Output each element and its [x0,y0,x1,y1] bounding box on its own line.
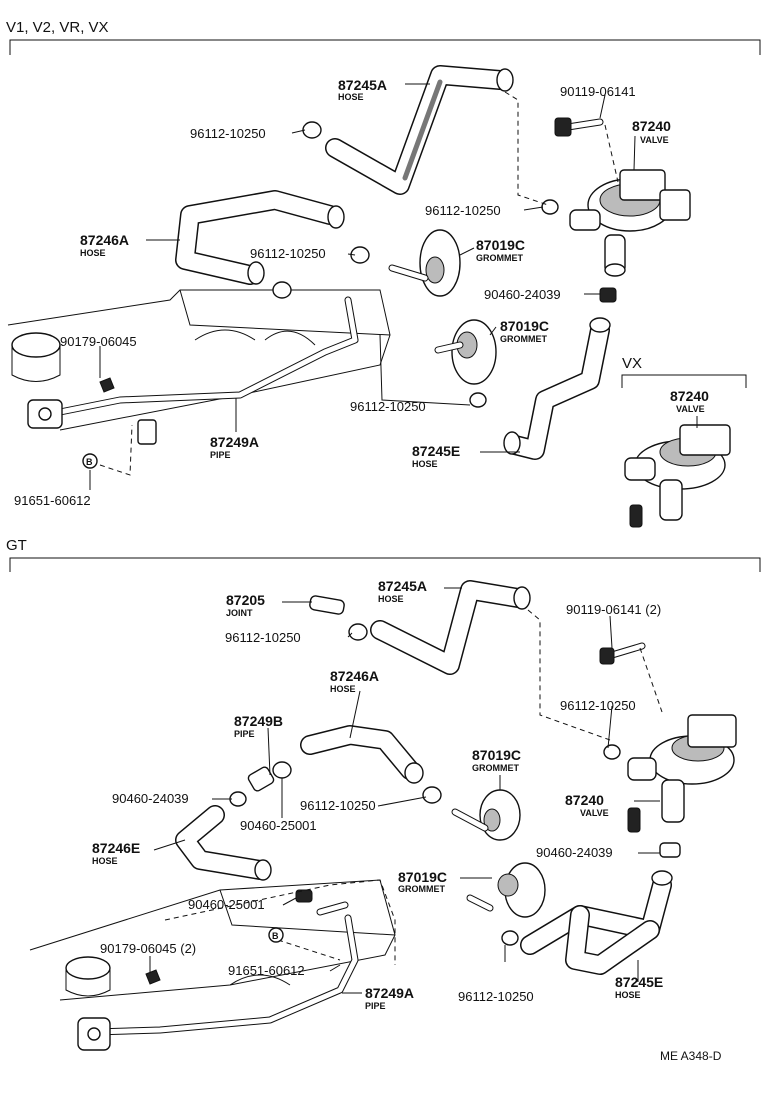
label-87249b-gt: 87249B [234,713,283,729]
label-87246e-gt-sub: HOSE [92,856,118,866]
grommet-87019c-gt-b [466,862,546,918]
valve-87240-vx [624,424,731,528]
label-90179-top: 90179-06045 [60,334,137,349]
label-87245e-gt: 87245E [615,974,663,990]
hose-87245a-top [325,65,514,195]
label-87019c-top-b: 87019C [500,318,549,334]
joint-87205 [309,595,345,615]
label-90119-top: 90119-06141 [560,84,636,99]
label-96112-top-d: 96112-10250 [350,399,426,414]
label-87249a-top-sub: PIPE [210,450,231,460]
valve-87240-top [569,169,691,277]
label-87245a-gt: 87245A [378,578,427,594]
pipe-87249a-gt [77,901,359,1051]
label-87246e-gt: 87246E [92,840,140,856]
gt-section-title: GT [6,537,27,554]
label-96112-top-c: 96112-10250 [250,246,326,261]
label-87019c-top-a-sub: GROMMET [476,253,523,263]
top-section-title: V1, V2, VR, VX [6,19,109,36]
label-90179-gt: 90179-06045 (2) [100,941,196,956]
label-87019c-top-b-sub: GROMMET [500,334,547,344]
label-90460-24039-gt-b: 90460-24039 [536,845,613,860]
ref-b-circle-top [82,453,98,469]
labels-gt: 87205 JOINT 96112-10250 87245A HOSE 9011… [92,578,663,1011]
label-87019c-gt-a-sub: GROMMET [472,763,519,773]
label-90119-gt: 90119-06141 (2) [566,602,661,617]
label-96112-gt-f: 96112-10250 [560,698,636,713]
hose-87246a-gt [300,725,424,784]
vx-subsection-frame: VX [621,355,747,388]
hose-87246a-top [175,190,345,285]
vx-subsection-title: VX [622,355,642,372]
label-87240-vx-sub: VALVE [676,404,705,414]
label-87245e-top-sub: HOSE [412,459,438,469]
label-87019c-gt-b: 87019C [398,869,447,885]
label-87205-gt-sub: JOINT [226,608,253,618]
dashed-leaders-top [99,91,619,476]
top-section-frame: V1, V2, VR, VX [6,19,761,55]
label-87019c-gt-a: 87019C [472,747,521,763]
pipe-87249a-top [27,296,359,445]
ref-b-circle-gt [268,927,284,943]
bolt-90119-top [554,117,604,137]
label-96112-top-b: 96112-10250 [425,203,501,218]
label-87240-top: 87240 [632,118,671,134]
labels-top: 87245A HOSE 96112-10250 90119-06141 8724… [14,77,709,508]
label-90460-25001-gt-b: 90460-25001 [188,897,265,912]
engine-cover-top [7,289,391,431]
grommet-87019c-top-a [388,229,461,297]
leader-lines-top [89,83,698,490]
engine-cover-gt [29,879,396,1001]
label-90460-24039-gt-a: 90460-24039 [112,791,189,806]
hose-87245e-top [503,317,611,460]
label-87245a-top: 87245A [338,77,387,93]
hose-87245e-gt [520,870,673,975]
gt-section-frame: GT [6,537,761,572]
label-87240-gt: 87240 [565,792,604,808]
label-87245a-gt-sub: HOSE [378,594,404,604]
pipe-87249b-gt [247,766,275,792]
clamps-gt [145,623,681,985]
label-87245e-gt-sub: HOSE [615,990,641,1000]
label-87245e-top: 87245E [412,443,460,459]
label-96112-gt-e: 96112-10250 [225,630,301,645]
label-87019c-top-a: 87019C [476,237,525,253]
grommet-87019c-top-b [434,319,497,385]
label-87249a-top: 87249A [210,434,259,450]
label-87249a-gt-sub: PIPE [365,1001,386,1011]
label-87205-gt: 87205 [226,592,265,608]
label-87249b-gt-sub: PIPE [234,729,255,739]
label-90460-top: 90460-24039 [484,287,561,302]
label-87246a-top: 87246A [80,232,129,248]
dashed-leaders-gt [164,609,663,965]
label-91651-top: 91651-60612 [14,493,91,508]
label-87246a-top-sub: HOSE [80,248,106,258]
label-87019c-gt-b-sub: GROMMET [398,884,445,894]
bolt-90119-gt [599,642,646,665]
grommet-87019c-gt-a [451,789,521,841]
hose-87246e-gt [175,805,272,881]
label-87245a-top-sub: HOSE [338,92,364,102]
label-87240-gt-sub: VALVE [580,808,609,818]
clamps-top [99,121,617,408]
label-96112-gt-g: 96112-10250 [300,798,376,813]
label-87249a-gt: 87249A [365,985,414,1001]
label-90460-25001-gt-a: 90460-25001 [240,818,317,833]
label-87246a-gt: 87246A [330,668,379,684]
hose-87245a-gt [370,580,531,675]
figure-code: ME A348-D [660,1049,722,1063]
label-87240-vx: 87240 [670,388,709,404]
label-87246a-gt-sub: HOSE [330,684,356,694]
label-87240-top-sub: VALVE [640,135,669,145]
ref-b-top: B [86,457,93,467]
label-91651-gt: 91651-60612 [228,963,305,978]
valve-87240-gt [627,714,737,833]
label-96112-gt-h: 96112-10250 [458,989,534,1004]
leader-lines-gt [149,587,660,994]
ref-b-gt: B [272,931,279,941]
label-96112-top-a: 96112-10250 [190,126,266,141]
